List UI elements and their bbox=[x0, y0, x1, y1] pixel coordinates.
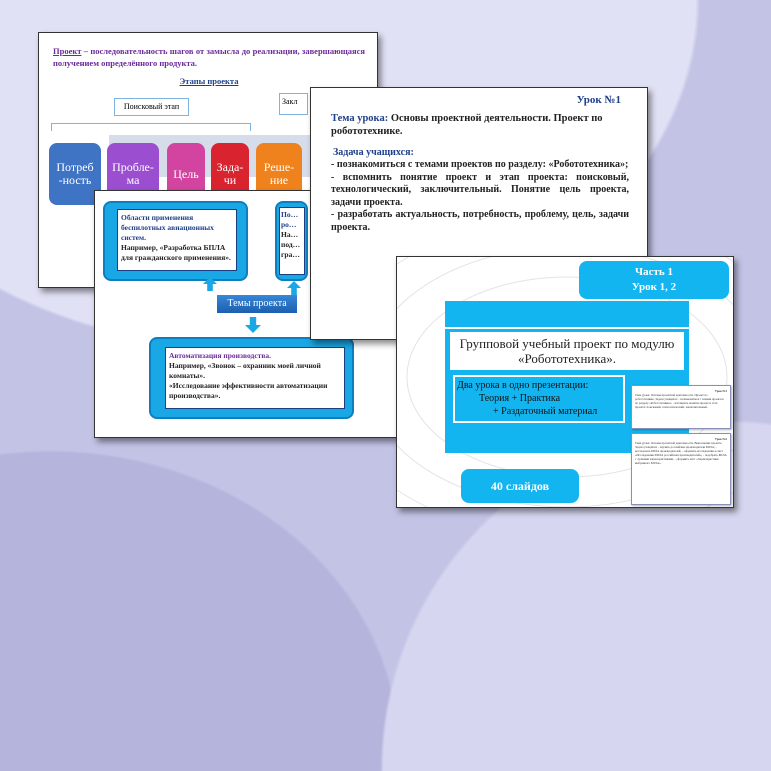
task-item: - познакомиться с темами проектов по раз… bbox=[331, 159, 629, 170]
lesson-number: Урок №1 bbox=[576, 94, 621, 106]
topic-bottom-body2: «Исследование эффективности автоматизаци… bbox=[169, 381, 328, 400]
subtitle-line: + Раздаточный материал bbox=[493, 406, 598, 417]
mini-text: Тема урока: Основы проектной деятельност… bbox=[635, 441, 727, 465]
mini-lesson: Урок №1 bbox=[714, 389, 727, 393]
lessons-label: Урок 1, 2 bbox=[631, 281, 677, 293]
stage-need: Потреб -ность bbox=[49, 143, 101, 205]
part-label: Часть 1 bbox=[635, 266, 673, 278]
topic-text: Основы проектной деятельности. Проект по… bbox=[331, 113, 603, 137]
topic-left-title: Области применения беспилотных авиационн… bbox=[121, 213, 214, 242]
mini-text: Тема урока: Основы проектной деятельност… bbox=[635, 393, 724, 409]
slides-count: 40 слайдов bbox=[461, 469, 579, 503]
subtitle-line: Два урока в одно презентации: bbox=[457, 380, 589, 391]
divider bbox=[445, 327, 689, 329]
search-stage-label: Поисковый этап bbox=[114, 98, 189, 116]
cover-title: Групповой учебный проект по модулю «Робо… bbox=[450, 332, 684, 370]
scroll-bottom: Автоматизация производства.Например, «Зв… bbox=[149, 337, 354, 419]
slide-project-topics: Области применения беспилотных авиационн… bbox=[94, 190, 406, 438]
task-label: Задача учащихся: bbox=[333, 147, 414, 158]
definition: Проект – последовательность шагов от зам… bbox=[53, 45, 365, 69]
definition-text: – последовательность шагов от замысла до… bbox=[53, 46, 365, 68]
topic-right-body: На… под… гра… bbox=[281, 230, 301, 259]
final-stage-label: Закл bbox=[279, 93, 308, 115]
arrow-down-icon bbox=[245, 317, 261, 333]
task-item: - разработать актуальность, потребность,… bbox=[331, 209, 629, 233]
topic-bottom-title: Автоматизация производства. bbox=[169, 351, 272, 360]
scroll-left: Области применения беспилотных авиационн… bbox=[103, 201, 248, 281]
stages-heading: Этапы проекта bbox=[179, 76, 239, 86]
scroll-right: По… ро…На… под… гра… bbox=[275, 201, 308, 281]
topic-right-title: По… ро… bbox=[281, 210, 299, 229]
arrow-up-icon bbox=[287, 281, 301, 295]
mini-lesson: Урок №2 bbox=[714, 437, 727, 441]
cover-subtitle: Два урока в одно презентации: Теория + П… bbox=[453, 375, 625, 423]
task-item: - вспомнить понятие проект и этап проект… bbox=[331, 171, 629, 208]
part-bubble: Часть 1 Урок 1, 2 bbox=[579, 261, 729, 299]
topic-left-body: Например, «Разработка БПЛА для гражданск… bbox=[121, 243, 231, 262]
topics-label: Темы проекта bbox=[217, 295, 297, 313]
definition-term: Проект bbox=[53, 46, 82, 56]
slide-cover: Часть 1 Урок 1, 2 Групповой учебный проек… bbox=[396, 256, 734, 508]
subtitle-line: Теория + Практика bbox=[479, 393, 561, 404]
bracket bbox=[51, 123, 251, 131]
topic-bottom-body1: Например, «Звонок – охранник моей личной… bbox=[169, 361, 321, 380]
topic-label: Тема урока: bbox=[331, 113, 389, 124]
